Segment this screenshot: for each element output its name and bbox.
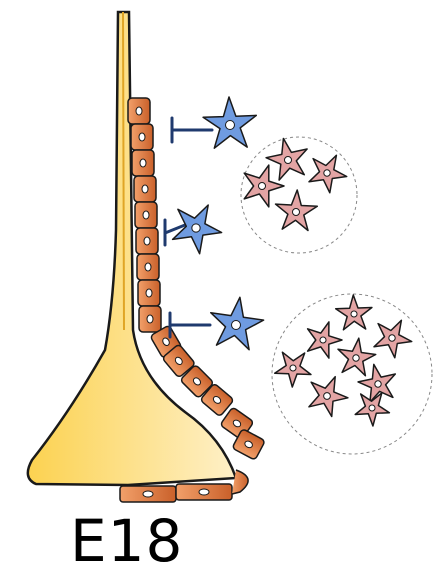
pink-cell bbox=[309, 155, 347, 193]
pink-cell bbox=[309, 377, 348, 417]
cell-nucleus bbox=[142, 185, 148, 193]
blue-cell bbox=[173, 205, 222, 254]
pink-cell bbox=[338, 338, 376, 376]
cell-nucleus bbox=[144, 237, 150, 245]
lining-cell bbox=[120, 486, 176, 502]
pink-cell bbox=[276, 190, 318, 231]
pink-cell bbox=[275, 352, 311, 387]
stage-label: E18 bbox=[70, 512, 183, 570]
cell-nucleus bbox=[147, 315, 153, 323]
cell-nucleus bbox=[136, 107, 142, 115]
blue-cell bbox=[203, 97, 256, 148]
pink-cell bbox=[244, 165, 284, 207]
cell-nucleus bbox=[139, 133, 145, 141]
pink-cells bbox=[244, 139, 412, 427]
cell-nucleus bbox=[140, 159, 146, 167]
pink-cell bbox=[266, 139, 307, 181]
center-stripe bbox=[123, 12, 124, 330]
pink-cell bbox=[336, 295, 372, 330]
pink-cell bbox=[308, 322, 342, 358]
lining-cell bbox=[176, 484, 232, 500]
blue-cell bbox=[211, 297, 264, 349]
pink-cell bbox=[374, 320, 412, 358]
blue-cells bbox=[173, 97, 264, 350]
yellow-flared-structure bbox=[28, 12, 236, 485]
cell-nucleus bbox=[143, 211, 149, 219]
cell-nucleus bbox=[146, 289, 152, 297]
cell-nucleus bbox=[145, 263, 151, 271]
